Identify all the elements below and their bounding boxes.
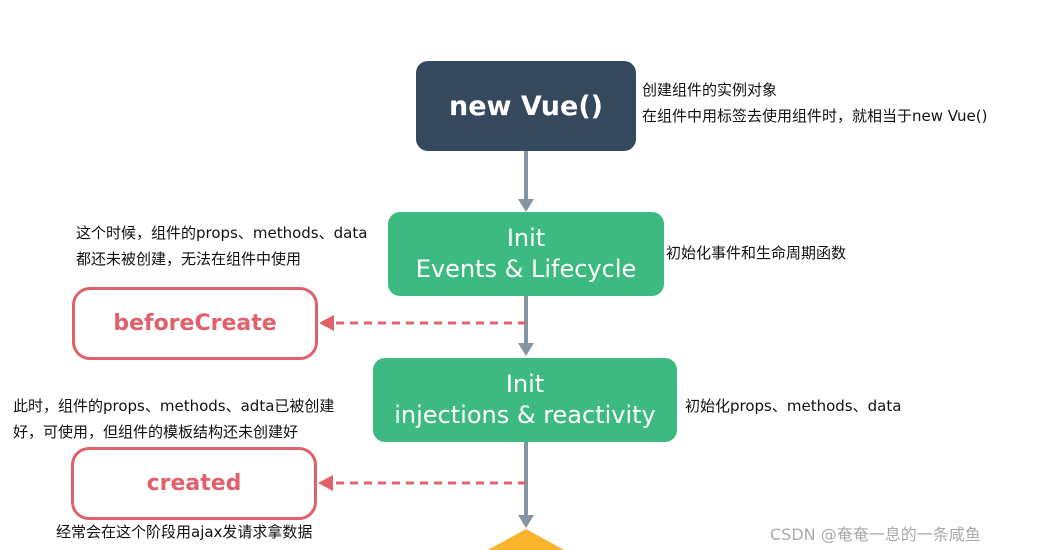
created-note-line-2: 好，可使用，但组件的模板结构还未创建好 bbox=[13, 423, 299, 441]
next-step-shape bbox=[487, 529, 565, 550]
created-note: 此时，组件的props、methods、adta已被创建 好，可使用，但组件的模… bbox=[13, 393, 334, 445]
new-vue-note: 创建组件的实例对象 在组件中用标签去使用组件时，就相当于new Vue() bbox=[642, 77, 987, 129]
arrowhead-init-events bbox=[518, 199, 534, 212]
init-events-note: 初始化事件和生命周期函数 bbox=[666, 244, 847, 262]
init-injections-note: 初始化props、methods、data bbox=[685, 397, 902, 415]
before-create-note-line-2: 都还未被创建，无法在组件中使用 bbox=[76, 250, 302, 268]
before-create-note: 这个时候，组件的props、methods、data 都还未被创建，无法在组件中… bbox=[76, 220, 367, 272]
created-label: created bbox=[146, 471, 242, 496]
new-vue-note-line-1: 创建组件的实例对象 bbox=[642, 81, 778, 99]
init-events-title: Init bbox=[506, 224, 546, 252]
init-events-subtitle: Events & Lifecycle bbox=[415, 255, 637, 283]
arrowhead-init-injections bbox=[518, 343, 534, 356]
watermark: CSDN @奄奄一息的一条咸鱼 bbox=[770, 525, 981, 544]
init-injections-node: Init injections & reactivity bbox=[373, 358, 677, 442]
arrowhead-next-step bbox=[518, 515, 534, 528]
before-create-hook: beforeCreate bbox=[72, 287, 318, 360]
created-note-line-1: 此时，组件的props、methods、adta已被创建 bbox=[13, 397, 335, 415]
dashed-arrowhead-before-create bbox=[319, 315, 334, 331]
new-vue-node: new Vue() bbox=[416, 61, 636, 151]
new-vue-label: new Vue() bbox=[448, 90, 604, 122]
init-injections-title: Init bbox=[505, 370, 545, 398]
init-injections-subtitle: injections & reactivity bbox=[394, 401, 656, 429]
init-events-node: Init Events & Lifecycle bbox=[388, 212, 664, 296]
before-create-note-line-1: 这个时候，组件的props、methods、data bbox=[76, 224, 368, 242]
before-create-label: beforeCreate bbox=[113, 311, 277, 336]
created-hook: created bbox=[71, 447, 317, 520]
dashed-arrowhead-created bbox=[318, 475, 333, 491]
new-vue-note-line-2: 在组件中用标签去使用组件时，就相当于new Vue() bbox=[642, 107, 988, 125]
created-note-below: 经常会在这个阶段用ajax发请求拿数据 bbox=[56, 523, 313, 541]
